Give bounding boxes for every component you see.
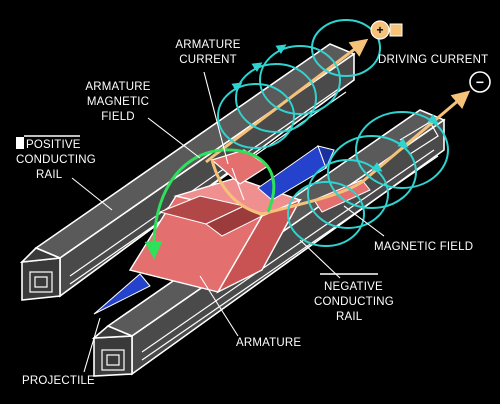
- label-armature: ARMATURE: [236, 337, 301, 349]
- mag-loop-3: [217, 83, 295, 149]
- driving-current-path: [205, 38, 471, 216]
- positive-terminal-symbol: +: [376, 23, 383, 37]
- label-armature-current: ARMATURE CURRENT: [175, 39, 240, 66]
- label-driving-current: DRIVING CURRENT: [378, 54, 488, 66]
- negative-rail-line2: CONDUCTING: [314, 296, 394, 308]
- armature-current-arrow: [231, 167, 245, 201]
- positive-terminal: +: [370, 20, 403, 40]
- armature-current-line2: CURRENT: [179, 54, 237, 66]
- armature-magnetic-field: [144, 148, 276, 260]
- positive-rail-marker: [16, 137, 24, 149]
- mag-loop-6: [327, 135, 417, 209]
- label-projectile: PROJECTILE: [22, 375, 95, 387]
- mag-loop-8: [287, 181, 365, 247]
- armature-magnetic-field-line2: MAGNETIC: [87, 96, 149, 108]
- negative-terminal: −: [469, 71, 491, 93]
- armature-magnetic-field-line1: ARMATURE: [85, 81, 150, 93]
- mag-loop-2: [235, 63, 317, 133]
- magnetic-field-loops: [217, 19, 449, 247]
- negative-terminal-symbol: −: [476, 74, 484, 90]
- armature-current-line1: ARMATURE: [175, 39, 240, 51]
- leader-lines: [71, 71, 385, 373]
- positive-rail-line2: CONDUCTING: [16, 154, 96, 166]
- mag-loop-4: [311, 19, 381, 77]
- negative-rail-line1: NEGATIVE: [324, 281, 383, 293]
- positive-rail-line1: POSITIVE: [26, 139, 81, 151]
- positive-rail-line3: RAIL: [36, 169, 63, 181]
- armature-magnetic-field-line3: FIELD: [101, 111, 135, 123]
- mag-loop-7: [307, 159, 389, 229]
- label-armature-magnetic-field: ARMATURE MAGNETIC FIELD: [85, 81, 150, 123]
- mag-loop-1: [259, 45, 341, 115]
- label-positive-rail: POSITIVE CONDUCTING RAIL: [16, 135, 96, 181]
- label-negative-rail: NEGATIVE CONDUCTING RAIL: [314, 273, 394, 323]
- label-magnetic-field: MAGNETIC FIELD: [374, 241, 473, 253]
- negative-rail-line3: RAIL: [336, 311, 363, 323]
- positive-rail: [19, 43, 356, 301]
- mag-loop-5: [355, 111, 449, 189]
